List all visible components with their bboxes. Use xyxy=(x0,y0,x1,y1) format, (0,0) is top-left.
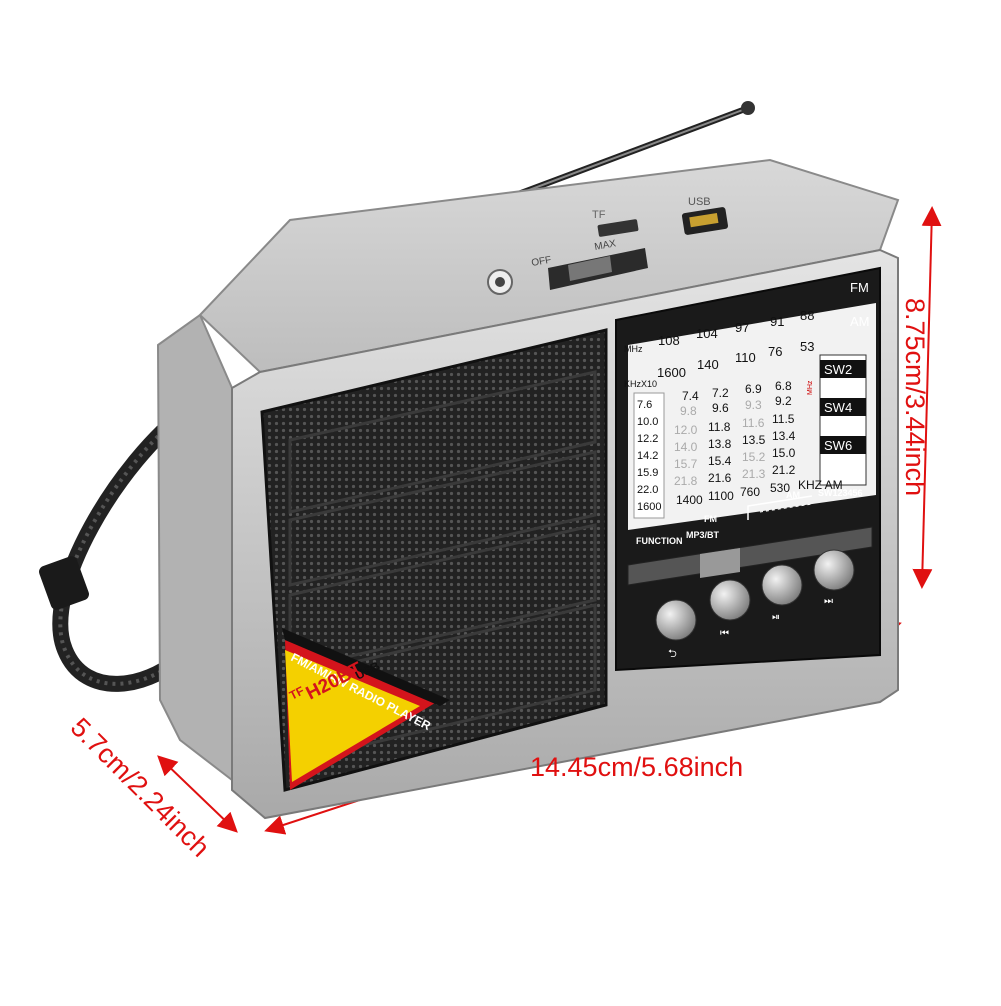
play-pause-button[interactable]: ⏯ xyxy=(761,564,803,623)
sw-scale-grid: 7.4 7.2 6.9 6.8 9.8 9.6 9.3 9.2 12.0 11.… xyxy=(674,379,796,488)
max-label: MAX xyxy=(594,238,618,253)
carry-strap xyxy=(39,402,198,692)
mhz-vertical: MHz xyxy=(807,380,814,395)
sw-r4-c1: 14.0 xyxy=(674,440,698,454)
sw-r2-c2: 9.6 xyxy=(712,401,729,415)
height-dimension: 8.75cm/3.44inch xyxy=(900,298,930,497)
sw-r6-c2: 21.6 xyxy=(708,471,732,485)
am-bottom-4: 530 xyxy=(770,481,790,495)
sw-r6-c3: 21.3 xyxy=(742,467,766,481)
sw-r1-c3: 6.9 xyxy=(745,382,762,396)
am-bottom-2: 1100 xyxy=(708,489,734,503)
am-scale-2: 140 xyxy=(697,357,719,372)
sw-r1-c4: 6.8 xyxy=(775,379,792,393)
sw-r3-c3: 11.6 xyxy=(742,416,765,430)
function-slider[interactable] xyxy=(627,526,873,586)
badge-tf: TF xyxy=(287,684,306,703)
khz-am-label: KHZ AM xyxy=(798,478,843,492)
sw-r3-c4: 11.5 xyxy=(772,412,795,426)
fm-scale-1: 108 xyxy=(658,333,680,348)
sw-left-2: 10.0 xyxy=(637,416,658,428)
sw-r2-c1: 9.8 xyxy=(680,404,697,418)
length-dimension: 14.45cm/5.68inch xyxy=(530,752,744,782)
sw2-label: SW2 xyxy=(824,362,852,377)
sw4-label: SW4 xyxy=(824,400,852,415)
sw-r5-c1: 15.7 xyxy=(674,457,698,471)
function-sw-label: SW123456 xyxy=(818,488,863,498)
sw-r5-c4: 15.0 xyxy=(772,446,796,460)
sw-left-1: 7.6 xyxy=(637,399,652,411)
function-mp3bt-label: MP3/BT xyxy=(686,530,720,540)
am-scale-1: 1600 xyxy=(657,365,686,380)
fm-scale-2: 104 xyxy=(696,326,718,341)
sw-r6-c1: 21.8 xyxy=(674,474,698,488)
next-button[interactable]: ⏭ xyxy=(813,549,855,607)
fm-label: FM xyxy=(850,280,869,295)
sw-r3-c2: 11.8 xyxy=(708,420,731,434)
repeat-button[interactable]: ⮌ xyxy=(655,599,697,660)
usb-label: USB xyxy=(688,196,711,208)
am-bottom-3: 760 xyxy=(740,485,760,499)
sw-r4-c2: 13.8 xyxy=(708,437,732,451)
fm-scale-4: 91 xyxy=(770,314,784,329)
am-scale-4: 76 xyxy=(768,344,782,359)
am-bottom-1: 1400 xyxy=(676,493,703,507)
sw-left-4: 14.2 xyxy=(637,450,658,462)
sw-r1-c1: 7.4 xyxy=(682,389,699,403)
tf-label: TF xyxy=(592,209,606,221)
sw-r4-c4: 13.4 xyxy=(772,429,796,443)
sw-r5-c2: 15.4 xyxy=(708,454,732,468)
sw-r5-c3: 15.2 xyxy=(742,450,766,464)
next-icon: ⏭ xyxy=(824,596,833,607)
sw6-label: SW6 xyxy=(824,438,852,453)
sw-band-column: SW2 SW4 SW6 MHz xyxy=(807,354,867,486)
sw-left-6: 22.0 xyxy=(637,484,658,496)
mhz-label: MHz xyxy=(624,344,643,354)
am-scale-5: 53 xyxy=(800,339,814,354)
sw-r4-c3: 13.5 xyxy=(742,433,766,447)
function-label: FUNCTION xyxy=(636,536,683,546)
sw-left-3: 12.2 xyxy=(637,433,658,445)
sw-left-5: 15.9 xyxy=(637,467,658,479)
previous-button[interactable]: ⏮ xyxy=(709,579,751,639)
sw-r2-c3: 9.3 xyxy=(745,398,762,412)
play-pause-icon: ⏯ xyxy=(772,612,780,623)
off-label: OFF xyxy=(531,255,553,269)
khz-label: KHzX10 xyxy=(624,379,657,389)
transport-buttons: ⮌ ⏮ ⏯ ⏭ xyxy=(655,549,855,660)
tuning-panel: FM AM MHz 108 104 97 91 88 KHzX10 1600 1… xyxy=(615,266,881,672)
top-controls: OFF MAX USB TF xyxy=(487,196,729,295)
sw-r2-c4: 9.2 xyxy=(775,394,792,408)
previous-icon: ⏮ xyxy=(720,628,729,639)
sw-r6-c4: 21.2 xyxy=(772,463,796,477)
sw-left-7: 1600 xyxy=(637,501,661,513)
am-label: AM xyxy=(850,314,870,329)
sw-r3-c1: 12.0 xyxy=(674,423,698,437)
function-fm-label: FM xyxy=(704,514,717,524)
am-scale-3: 110 xyxy=(735,350,756,365)
fm-scale-5: 88 xyxy=(800,308,814,323)
function-am-label: AM xyxy=(786,490,800,500)
tf-slot[interactable] xyxy=(597,219,639,237)
sw-r1-c2: 7.2 xyxy=(712,386,729,400)
repeat-icon: ⮌ xyxy=(668,648,677,660)
fm-scale-3: 97 xyxy=(735,320,749,335)
